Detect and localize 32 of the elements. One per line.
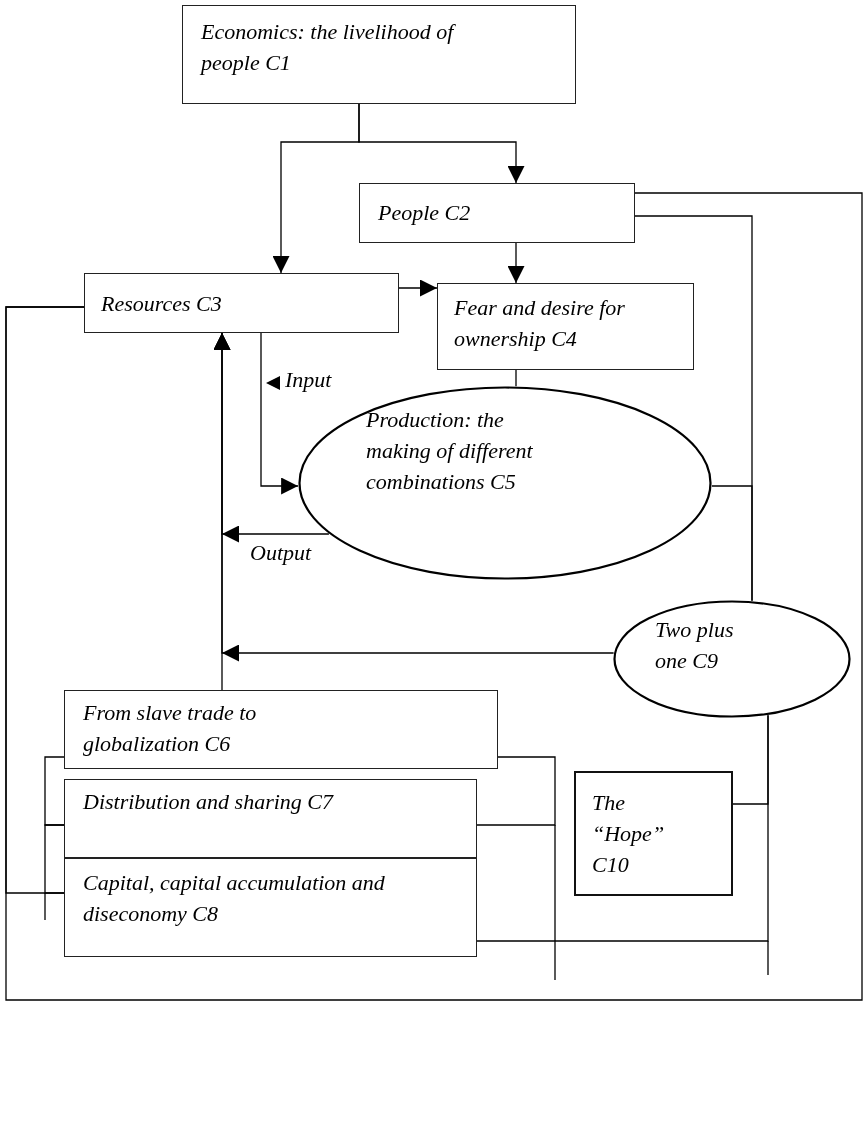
node-label: Two plus one C9 bbox=[655, 616, 735, 675]
node-label: From slave trade to globalization C6 bbox=[83, 699, 258, 758]
arrow bbox=[507, 242, 525, 284]
process-box bbox=[64, 779, 477, 858]
node-label: Capital, capital accumulation and diseconomy C8 bbox=[83, 869, 386, 928]
connector-line bbox=[515, 369, 517, 387]
connector-line bbox=[476, 756, 556, 826]
connector-line bbox=[5, 192, 863, 1001]
connector-line bbox=[44, 824, 65, 894]
node-label: Economics: the livelihood of people C1 bbox=[201, 18, 457, 77]
connector-line bbox=[711, 485, 753, 602]
process-box bbox=[64, 690, 498, 769]
node-label: Resources C3 bbox=[101, 290, 223, 318]
process-box bbox=[359, 183, 635, 243]
node-label: The “Hope” C10 bbox=[592, 789, 666, 879]
arrow bbox=[398, 279, 438, 297]
arrow bbox=[272, 103, 360, 274]
process-box bbox=[182, 5, 576, 104]
connector-line bbox=[44, 756, 65, 826]
process-box bbox=[84, 273, 399, 333]
ellipse-node bbox=[613, 600, 851, 718]
connector-line bbox=[5, 306, 85, 894]
node-label: Fear and desire for ownership C4 bbox=[454, 294, 626, 353]
node-label: Production: the making of different combinations C5 bbox=[366, 406, 534, 496]
node-label: Distribution and sharing C7 bbox=[83, 788, 335, 816]
process-box bbox=[64, 858, 477, 957]
connector-line bbox=[476, 714, 769, 942]
process-box bbox=[574, 771, 733, 896]
node-label: People C2 bbox=[378, 199, 472, 227]
process-box bbox=[437, 283, 694, 370]
arrow bbox=[213, 332, 231, 691]
arrow bbox=[260, 332, 299, 495]
